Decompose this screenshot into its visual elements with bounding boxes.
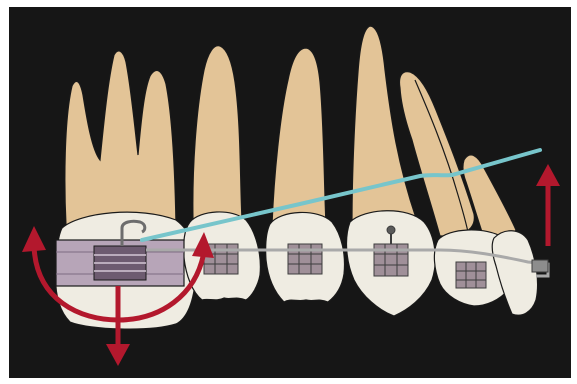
bracket-lateral-incisor (456, 262, 486, 288)
archwire-end-stop (532, 260, 548, 272)
